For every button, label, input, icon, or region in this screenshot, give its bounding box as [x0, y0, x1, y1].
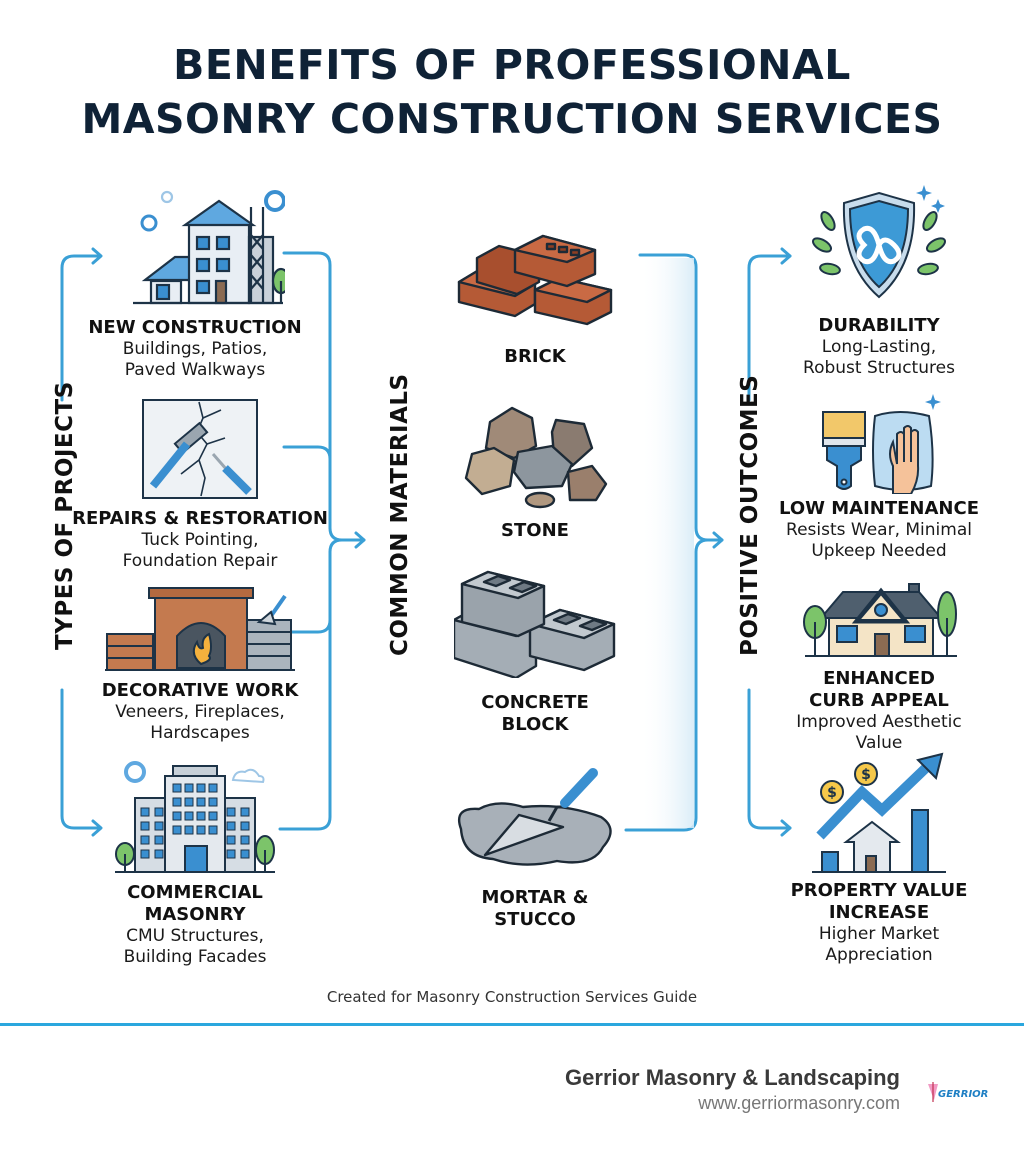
item-description: Veneers, Fireplaces,	[115, 702, 285, 722]
material-mortar-stucco: MORTAR & STUCCO	[440, 763, 630, 931]
title-line-2: MASONRY CONSTRUCTION SERVICES	[81, 95, 943, 143]
svg-text:$: $	[861, 767, 871, 783]
item-title: CONCRETE	[481, 692, 589, 713]
outcome-curb-appeal: ENHANCED CURB APPEAL Improved Aesthetic …	[775, 580, 983, 754]
item-description: Paved Walkways	[124, 360, 266, 380]
brush-cloth-hand-icon	[822, 394, 941, 494]
title-line-1: BENEFITS OF PROFESSIONAL	[173, 41, 851, 89]
house-under-construction-icon	[133, 190, 285, 305]
item-description: Robust Structures	[803, 358, 955, 378]
item-description: Long-Lasting,	[821, 337, 937, 357]
item-title: DURABILITY	[818, 315, 940, 336]
item-description: Hardscapes	[150, 723, 250, 743]
shield-infinity-icon	[811, 185, 947, 299]
logo-text: GERRIOR	[938, 1089, 988, 1100]
project-repairs-restoration: REPAIRS & RESTORATION Tuck Pointing, Fou…	[70, 398, 330, 572]
material-concrete-block: CONCRETE BLOCK	[430, 570, 640, 736]
item-description: Resists Wear, Minimal	[786, 520, 972, 540]
hammer-screwdriver-cracked-wall-icon	[142, 399, 258, 499]
item-description: Tuck Pointing,	[141, 530, 259, 550]
gerrior-logo-icon: GERRIOR	[928, 1082, 988, 1102]
outcome-property-value: $ $ PROPERTY VALUE INCREASE Higher Marke…	[770, 752, 988, 966]
item-title: REPAIRS & RESTORATION	[72, 508, 328, 529]
brick-fireplace-icon	[105, 587, 295, 671]
item-title: STUCCO	[494, 909, 576, 930]
company-name: Gerrior Masonry & Landscaping	[565, 1065, 900, 1090]
rising-value-chart-icon: $ $	[812, 752, 946, 873]
item-title: DECORATIVE WORK	[101, 680, 299, 701]
brick-stack-icon	[457, 234, 613, 326]
item-title: PROPERTY VALUE	[790, 880, 968, 901]
item-title: LOW MAINTENANCE	[779, 498, 979, 519]
item-title: BRICK	[504, 346, 566, 367]
item-description: Higher Market	[818, 924, 940, 944]
item-title: MASONRY	[144, 904, 246, 925]
label-common-materials: COMMON MATERIALS	[387, 373, 413, 656]
item-title: NEW CONSTRUCTION	[88, 317, 302, 338]
svg-text:$: $	[827, 785, 837, 801]
material-brick: BRICK	[440, 232, 630, 368]
company-url[interactable]: www.gerriormasonry.com	[698, 1093, 900, 1113]
house-curb-appeal-icon	[803, 583, 957, 657]
trowel-mortar-icon	[457, 768, 612, 866]
outcome-low-maintenance: LOW MAINTENANCE Resists Wear, Minimal Up…	[760, 394, 998, 562]
item-title: MORTAR &	[481, 887, 589, 908]
item-title: ENHANCED	[823, 668, 935, 689]
item-description: Buildings, Patios,	[122, 339, 268, 359]
item-description: CMU Structures,	[126, 926, 264, 946]
material-stone: STONE	[440, 402, 630, 542]
concrete-block-icon	[454, 570, 616, 678]
item-title: INCREASE	[828, 902, 930, 923]
item-description: Appreciation	[825, 945, 933, 965]
outcome-durability: DURABILITY Long-Lasting, Robust Structur…	[770, 185, 988, 379]
project-decorative-work: DECORATIVE WORK Veneers, Fireplaces, Har…	[80, 586, 320, 744]
project-commercial-masonry: COMMERCIAL MASONRY CMU Structures, Build…	[90, 758, 300, 968]
item-title: COMMERCIAL	[127, 882, 263, 903]
item-description: Building Facades	[123, 947, 267, 967]
item-title: CURB APPEAL	[809, 690, 949, 711]
page-title: BENEFITS OF PROFESSIONAL MASONRY CONSTRU…	[0, 38, 1024, 146]
stone-pile-icon	[464, 406, 608, 509]
item-description: Foundation Repair	[122, 551, 278, 571]
office-building-icon	[115, 761, 275, 873]
item-title: STONE	[501, 520, 569, 541]
project-new-construction: NEW CONSTRUCTION Buildings, Patios, Pave…	[80, 185, 310, 381]
item-description: Upkeep Needed	[811, 541, 947, 561]
footer-divider	[0, 1023, 1024, 1026]
item-description: Improved Aesthetic	[796, 712, 962, 732]
credit-text: Created for Masonry Construction Service…	[326, 988, 698, 1006]
brand-block: Gerrior Masonry & Landscaping www.gerrio…	[565, 1065, 900, 1114]
item-description: Value	[855, 733, 903, 753]
item-title: BLOCK	[501, 714, 569, 735]
